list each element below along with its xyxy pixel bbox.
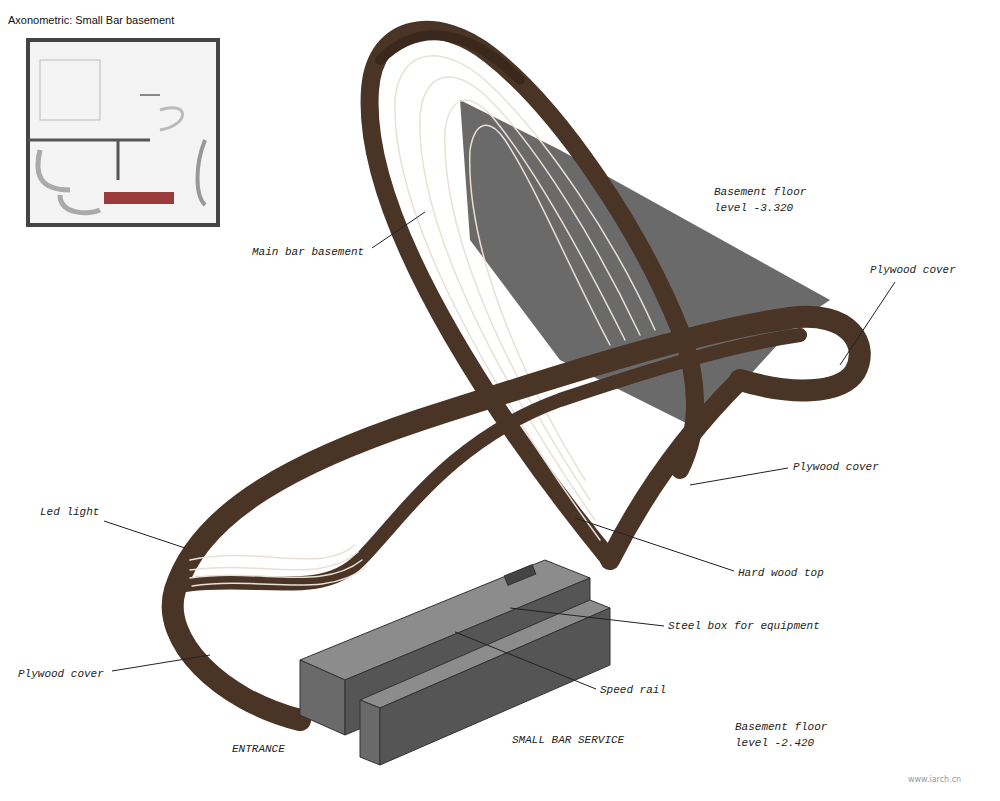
inset-plan	[28, 40, 218, 225]
callout-label: Basement floor level -2.420	[735, 719, 845, 751]
callout-label: ENTRANCE	[232, 741, 285, 757]
callout-label: Basement floor level -3.320	[714, 184, 824, 216]
callout-label: Hard wood top	[738, 565, 824, 581]
title: Axonometric: Small Bar basement	[8, 14, 174, 26]
callout-label: Led light	[40, 504, 99, 520]
callout-label: Main bar basement	[252, 244, 364, 260]
callout-label: Plywood cover	[793, 459, 879, 475]
callout-label: www.iarch.cn	[908, 772, 961, 788]
callout-label: Steel box for equipment	[668, 618, 820, 634]
callout-label: Plywood cover	[870, 262, 956, 278]
callout-label: Plywood cover	[18, 666, 104, 682]
callout-label: Speed rail	[600, 682, 666, 698]
leader-line	[104, 212, 895, 689]
callout-label: SMALL BAR SERVICE	[512, 732, 624, 748]
